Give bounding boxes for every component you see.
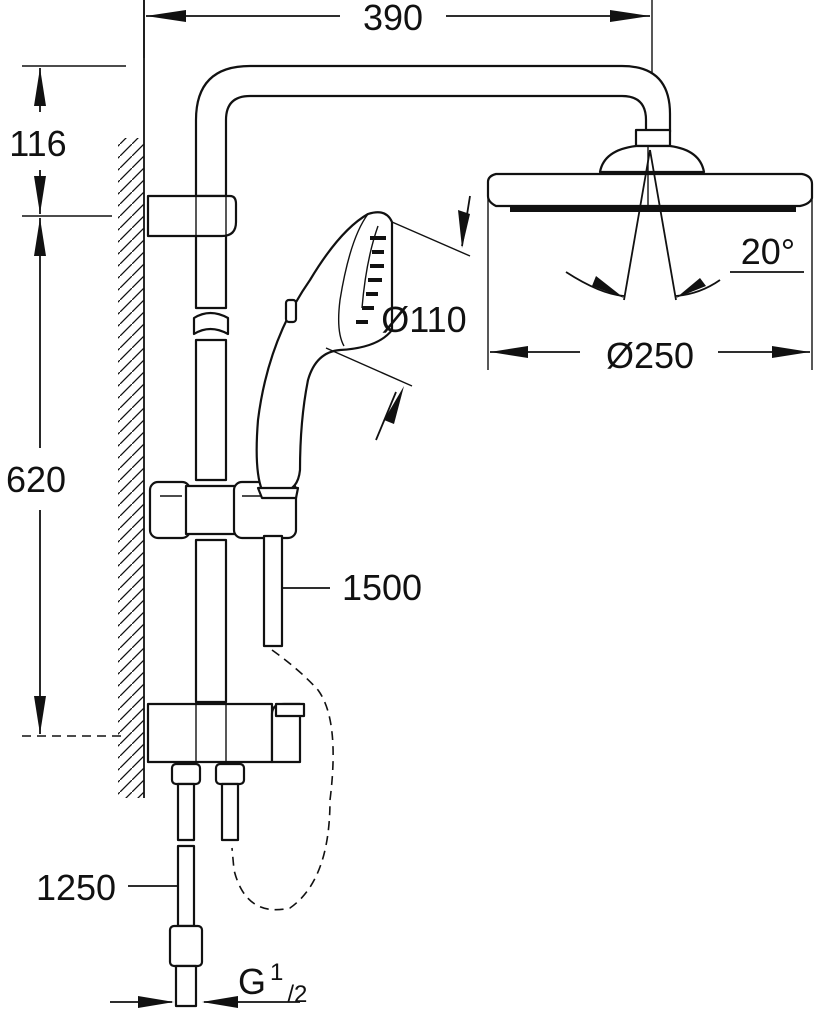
dimension-label-390: 390 (363, 0, 423, 38)
dimension-label-head-diameter: Ø250 (606, 335, 694, 376)
dimension-height-116: 116 (9, 65, 126, 217)
supply-fittings (168, 762, 246, 1008)
dimension-label-hand-diameter: Ø110 (381, 299, 466, 340)
upper-wall-bracket (146, 194, 238, 238)
dimension-thread: G 1 /2 (110, 959, 307, 1008)
wall (118, 0, 145, 798)
hand-shower (255, 211, 394, 500)
dimension-label-tilt-angle: 20° (741, 231, 795, 272)
dimension-width-390: 390 (143, 0, 653, 120)
head-shower-nozzles (510, 206, 796, 212)
thread-letter: G (238, 961, 266, 1002)
dimension-hand-diameter: Ø110 (325, 195, 471, 441)
thread-sup: 1 (270, 959, 283, 986)
hand-shower-hose: 1500 (231, 534, 422, 911)
lower-wall-bracket (146, 702, 306, 764)
dimension-hose-1250: 1250 (36, 867, 178, 908)
dimension-tilt-angle: 20° (565, 149, 804, 301)
dimension-label-620: 620 (6, 459, 66, 500)
dimension-label-thread: G 1 /2 (238, 959, 307, 1008)
dimension-label-hose-1500: 1500 (342, 567, 422, 608)
head-shower (486, 128, 814, 212)
dimension-label-hose-1250: 1250 (36, 867, 116, 908)
thread-sub: /2 (287, 981, 307, 1008)
dimension-label-116: 116 (9, 123, 66, 164)
dimension-height-620: 620 (6, 218, 122, 737)
hand-shower-nozzles (356, 236, 386, 324)
dimension-head-diameter: Ø250 (487, 196, 813, 376)
